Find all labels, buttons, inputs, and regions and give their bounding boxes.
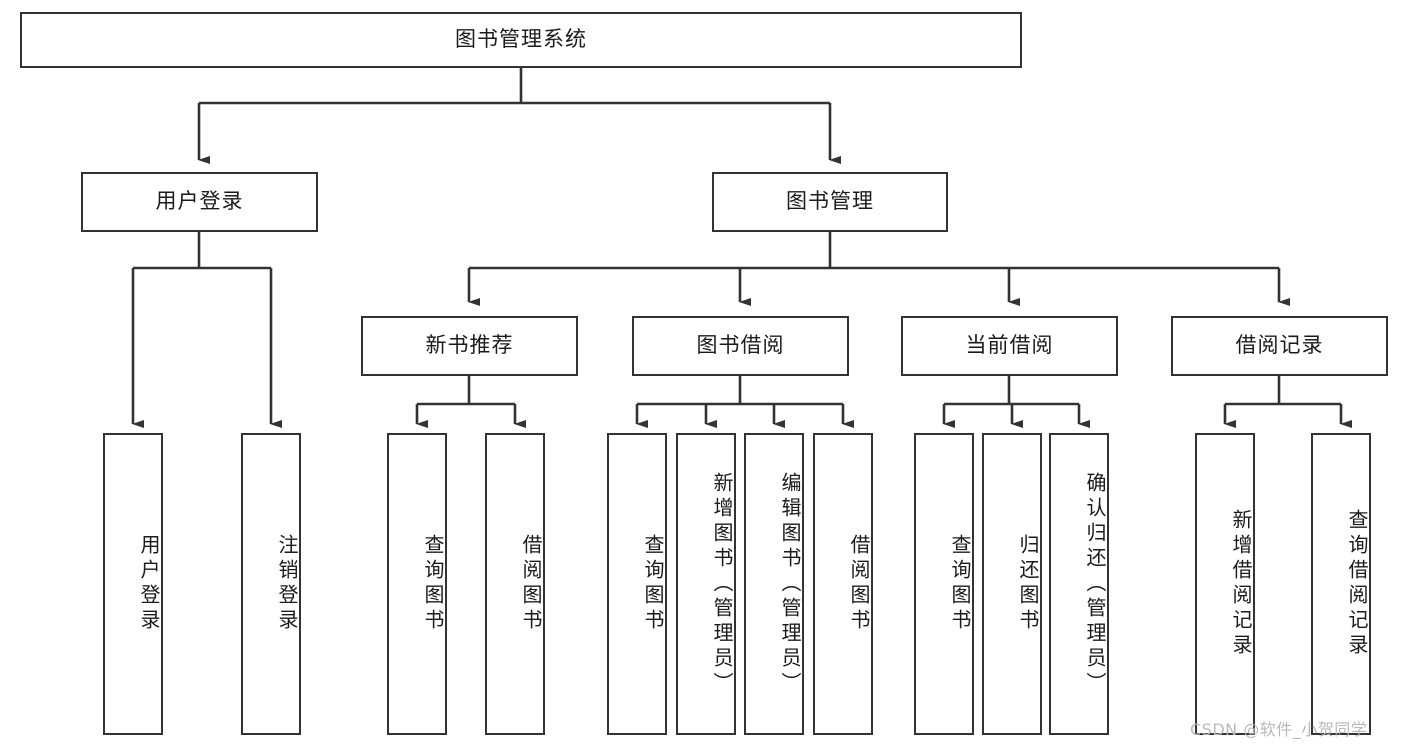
- node-root-system[interactable]: 图书管理系统: [20, 12, 1022, 68]
- node-label: 归还图书: [1016, 534, 1040, 634]
- node-label: 用户登录: [137, 534, 161, 634]
- node-label: 图书管理: [786, 189, 874, 214]
- node-label: 查询图书: [641, 534, 665, 634]
- node-book-borrow[interactable]: 图书借阅: [632, 316, 849, 376]
- csdn-watermark: CSDN @软件_小贺同学: [1190, 720, 1368, 739]
- node-label: 确认归还（管理员）: [1083, 471, 1107, 697]
- node-label: 用户登录: [155, 189, 244, 214]
- leaf-query-book-current[interactable]: 查询图书: [914, 433, 974, 735]
- leaf-edit-book-admin[interactable]: 编辑图书（管理员）: [744, 433, 804, 735]
- node-label: 借阅图书: [847, 534, 871, 634]
- leaf-add-borrow-record[interactable]: 新增借阅记录: [1195, 433, 1255, 735]
- leaf-query-borrow-record[interactable]: 查询借阅记录: [1311, 433, 1371, 735]
- node-user-login[interactable]: 用户登录: [81, 172, 318, 232]
- leaf-query-book-newbook[interactable]: 查询图书: [387, 433, 447, 735]
- node-label: 借阅图书: [519, 534, 543, 634]
- leaf-add-book-admin[interactable]: 新增图书（管理员）: [676, 433, 736, 735]
- leaf-logout-login[interactable]: 注销登录: [241, 433, 301, 735]
- node-label: 编辑图书（管理员）: [778, 471, 802, 697]
- node-label: 查询图书: [948, 534, 972, 634]
- node-book-management[interactable]: 图书管理: [712, 172, 948, 232]
- node-label: 新增图书（管理员）: [710, 471, 734, 697]
- leaf-borrow-book-newbook[interactable]: 借阅图书: [485, 433, 545, 735]
- node-label: 借阅记录: [1235, 333, 1324, 358]
- node-label: 查询图书: [421, 534, 445, 634]
- node-label: 当前借阅: [965, 333, 1054, 358]
- leaf-borrow-book[interactable]: 借阅图书: [813, 433, 873, 735]
- node-current-borrow[interactable]: 当前借阅: [901, 316, 1118, 376]
- node-label: 新增借阅记录: [1229, 509, 1253, 659]
- node-label: 图书管理系统: [455, 27, 587, 52]
- node-label: 注销登录: [275, 534, 299, 634]
- node-label: 查询借阅记录: [1345, 509, 1369, 659]
- leaf-return-book[interactable]: 归还图书: [982, 433, 1042, 735]
- node-borrow-record[interactable]: 借阅记录: [1171, 316, 1388, 376]
- leaf-confirm-return-admin[interactable]: 确认归还（管理员）: [1049, 433, 1109, 735]
- node-label: 图书借阅: [696, 333, 785, 358]
- leaf-user-login[interactable]: 用户登录: [103, 433, 163, 735]
- node-label: 新书推荐: [425, 333, 514, 358]
- leaf-query-book-borrow[interactable]: 查询图书: [607, 433, 667, 735]
- node-new-book-recommend[interactable]: 新书推荐: [361, 316, 578, 376]
